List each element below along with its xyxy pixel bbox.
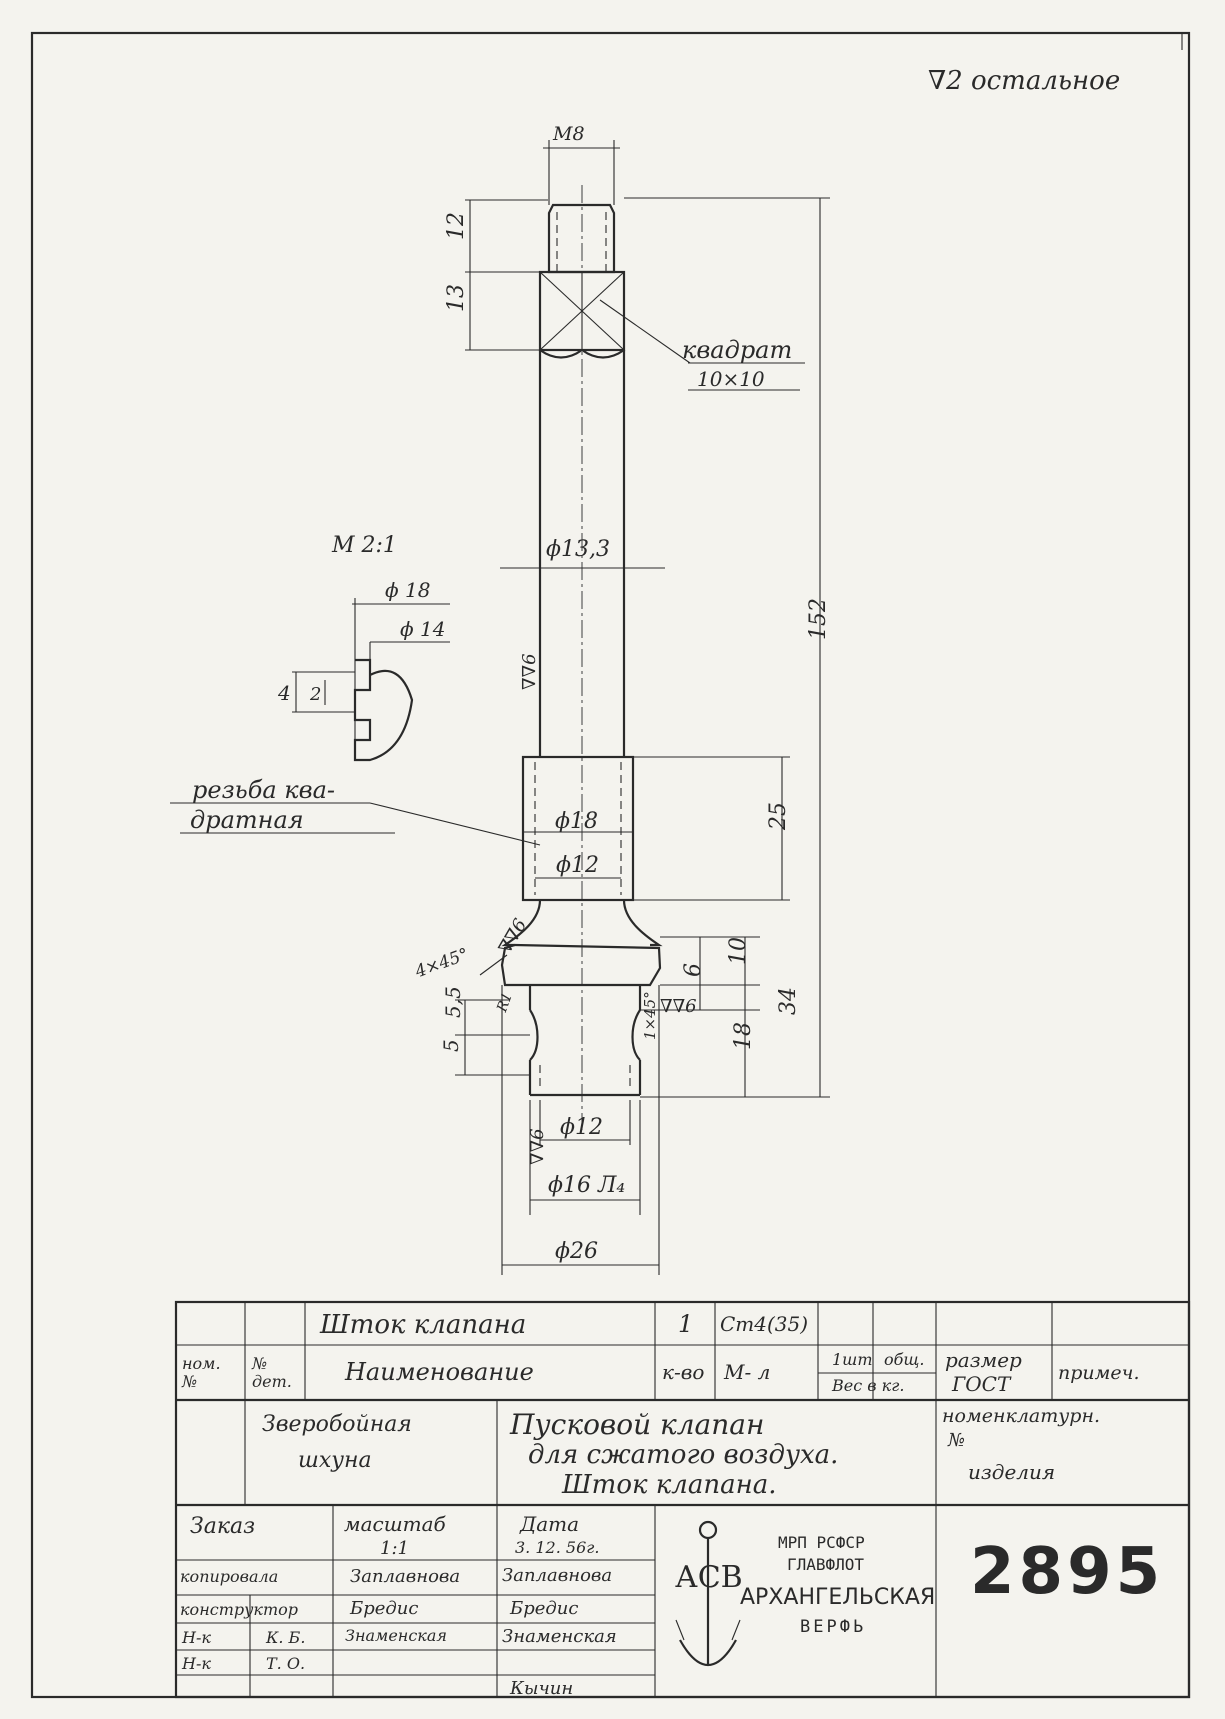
rough-stem: ∇∇6 xyxy=(519,653,540,690)
detail-d14: ϕ 14 xyxy=(400,617,445,641)
thread-note-1: резьба ква- xyxy=(192,776,335,804)
dim-d12-bottom: ϕ12 xyxy=(560,1115,603,1140)
signature-2: Бредис xyxy=(350,1598,419,1619)
hdr-remarks: примеч. xyxy=(1058,1362,1140,1384)
dim-m8: М8 xyxy=(552,123,585,145)
shipyard-logo xyxy=(675,1520,741,1667)
detail-scale: М 2:1 xyxy=(331,533,397,558)
dim-d26: ϕ26 xyxy=(555,1239,598,1264)
org-3: АРХАНГЕЛЬСКАЯ xyxy=(740,1585,936,1610)
logo-text: АСВ xyxy=(675,1560,743,1595)
org-2: ГЛАВФЛОТ xyxy=(787,1555,865,1574)
hdr-pos-no: ном. № xyxy=(182,1354,221,1391)
signature-1: Заплавнова xyxy=(350,1566,461,1587)
doc-title-1: Пусковой клапан xyxy=(510,1408,765,1441)
detail-2: 2 xyxy=(309,684,321,705)
dim-18: 18 xyxy=(731,1022,756,1050)
hdr-size-2: ГОСТ xyxy=(952,1372,1011,1396)
role-hk2-dept: Т. О. xyxy=(266,1654,306,1673)
part-qty: 1 xyxy=(678,1310,694,1338)
vessel-1: Зверобойная xyxy=(262,1412,412,1437)
dim-25: 25 xyxy=(766,802,791,831)
hdr-weight-3: Вес в кг. xyxy=(832,1376,905,1395)
chamfer-1x45: 1×45° xyxy=(641,991,659,1040)
hdr-qty: к-во xyxy=(662,1360,705,1384)
chamfer-4x45: 4×45° xyxy=(412,945,472,983)
part-material: Ст4(35) xyxy=(720,1312,809,1336)
square-section xyxy=(538,270,626,359)
rough-bottom: ∇∇6 xyxy=(527,1128,548,1165)
scale-label: масштаб xyxy=(344,1512,446,1536)
org-4: ВЕРФЬ xyxy=(800,1617,867,1637)
dim-d12-inner: ϕ12 xyxy=(556,853,599,878)
hdr-material: М- л xyxy=(724,1360,771,1384)
threaded-collar xyxy=(521,755,635,902)
nomenclature-3: изделия xyxy=(968,1460,1056,1484)
dim-d18: ϕ18 xyxy=(555,809,598,834)
dim-6: 6 xyxy=(681,963,706,977)
hdr-name: Наименование xyxy=(345,1358,534,1386)
dim-5-5: 5,5 xyxy=(441,986,465,1018)
detail-view: М 2:1 ϕ 18 ϕ 14 4 2 xyxy=(277,533,450,762)
square-size: 10×10 xyxy=(697,367,765,391)
role-hk1-dept: К. Б. xyxy=(266,1628,306,1647)
dim-10: 10 xyxy=(726,937,751,965)
doc-title-2: для сжатого воздуха. xyxy=(528,1440,839,1470)
date-label: Дата xyxy=(520,1512,580,1536)
dim-13: 13 xyxy=(444,284,469,312)
vessel-2: шхуна xyxy=(298,1448,372,1473)
drawing-number: 2895 xyxy=(970,1535,1165,1609)
detail-4: 4 xyxy=(277,681,291,705)
square-label: квадрат xyxy=(682,336,792,364)
name-hk2: Кычин xyxy=(510,1678,574,1699)
org-1: МРП РСФСР xyxy=(778,1533,865,1552)
dim-34: 34 xyxy=(776,987,801,1015)
hdr-weight-2: общ. xyxy=(884,1350,925,1369)
nomenclature-2: № xyxy=(948,1430,966,1451)
rough-face: ∇∇6 xyxy=(660,996,697,1017)
dim-d13-3: ϕ13,3 xyxy=(546,537,610,562)
radius-r1: R1 xyxy=(494,990,516,1015)
dim-5: 5 xyxy=(439,1039,463,1052)
name-copied: Заплавнова xyxy=(502,1565,613,1586)
name-designer: Бредис xyxy=(510,1598,579,1619)
rough-cone: ∇∇6 xyxy=(495,915,531,957)
roughness-note: ∇2 остальное xyxy=(928,66,1120,96)
detail-d18: ϕ 18 xyxy=(385,578,430,602)
scale-value: 1:1 xyxy=(380,1538,409,1559)
hdr-size-1: размер xyxy=(945,1348,1022,1372)
order-label: Заказ xyxy=(190,1514,256,1539)
name-hk1: Знаменская xyxy=(502,1626,617,1647)
role-hk2: Н-к xyxy=(182,1654,211,1673)
date-value: 3. 12. 56г. xyxy=(515,1538,600,1557)
thread-end xyxy=(547,203,616,274)
role-hk1: Н-к xyxy=(182,1628,211,1647)
role-copied: копировала xyxy=(180,1567,279,1586)
doc-title-3: Шток клапана. xyxy=(562,1470,777,1500)
title-block-grid xyxy=(174,1300,1191,1699)
thread-note-2: дратная xyxy=(190,806,304,834)
nomenclature-1: номенклатурн. xyxy=(942,1405,1100,1427)
valve-head xyxy=(500,899,663,1097)
role-designer: конструктор xyxy=(180,1600,298,1619)
dim-152: 152 xyxy=(806,598,831,640)
hdr-weight-1: 1шт xyxy=(832,1350,873,1369)
part-name: Шток клапана xyxy=(320,1310,527,1340)
hdr-det-no: № дет. xyxy=(252,1354,292,1391)
dim-d16: ϕ16 Л₄ xyxy=(548,1173,625,1198)
signature-3: Знаменская xyxy=(345,1626,447,1645)
dim-12: 12 xyxy=(444,212,469,240)
